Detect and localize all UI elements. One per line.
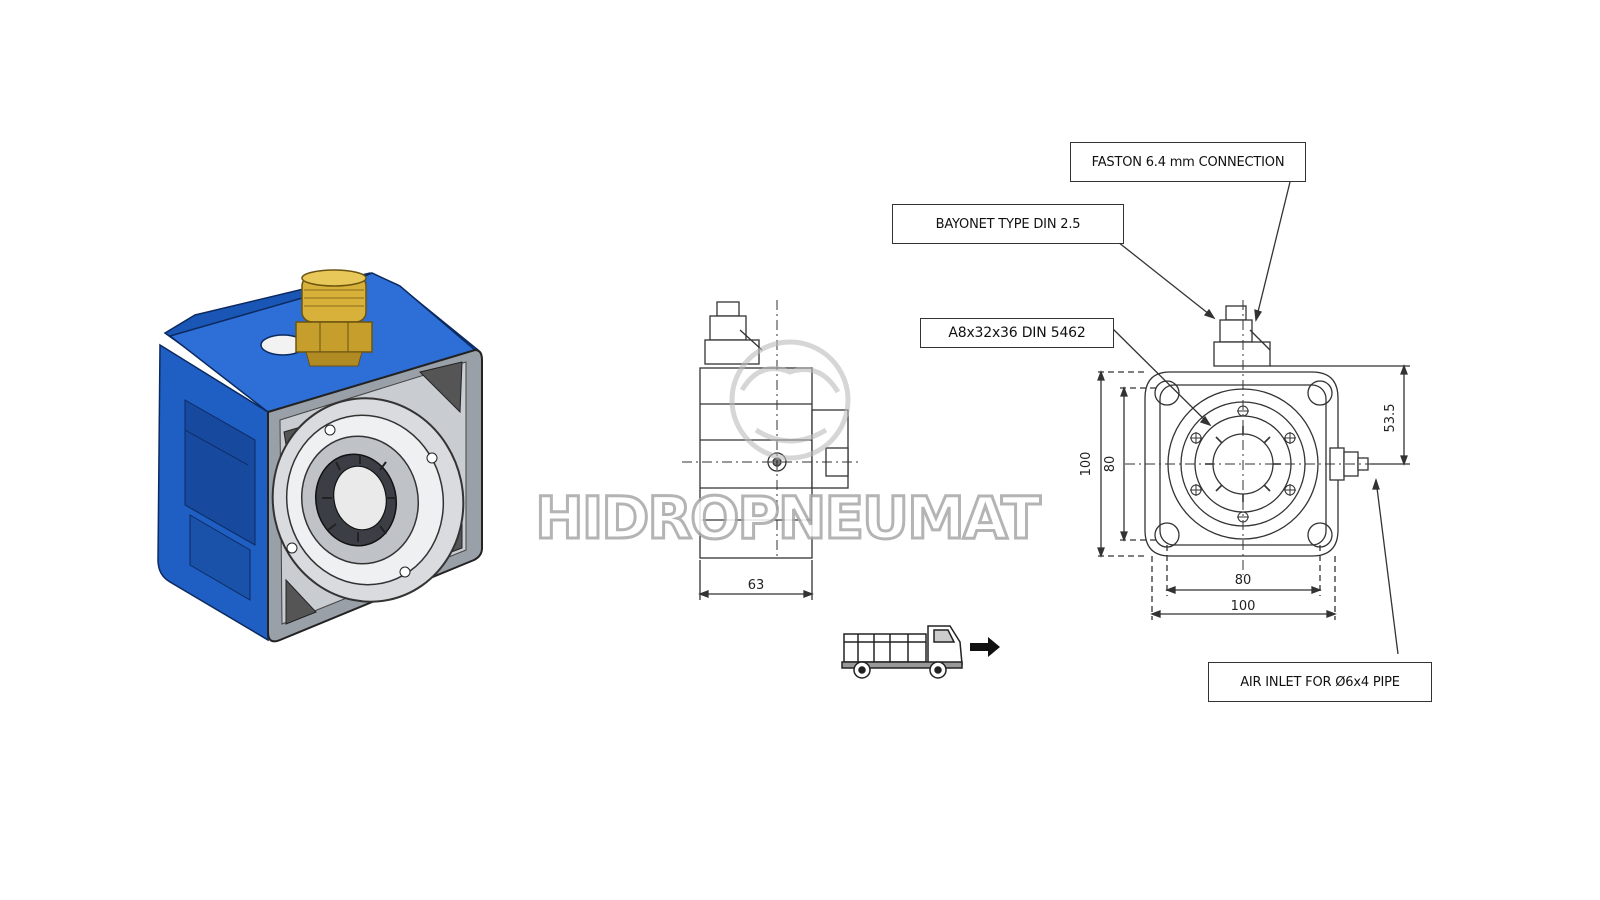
callout-bayonet-type: BAYONET TYPE DIN 2.5 xyxy=(892,204,1124,244)
watermark-logo-icon xyxy=(729,339,851,461)
dim-side-width: 63 xyxy=(748,578,765,593)
truck-arrow-right-icon xyxy=(841,625,1000,679)
dim-inner-width: 80 xyxy=(1235,573,1252,588)
dim-top-offset: 53.5 xyxy=(1383,404,1398,433)
dim-outer-height: 100 xyxy=(1079,452,1094,477)
callout-faston-connection: FASTON 6.4 mm CONNECTION xyxy=(1070,142,1306,182)
dim-outer-width: 100 xyxy=(1231,599,1256,614)
dim-inner-height: 80 xyxy=(1103,456,1118,473)
callout-spline-spec: A8x32x36 DIN 5462 xyxy=(920,318,1114,348)
callout-air-inlet: AIR INLET FOR Ø6x4 PIPE xyxy=(1208,662,1432,702)
watermark-text: HIDROPNEUMAT xyxy=(535,484,1041,552)
